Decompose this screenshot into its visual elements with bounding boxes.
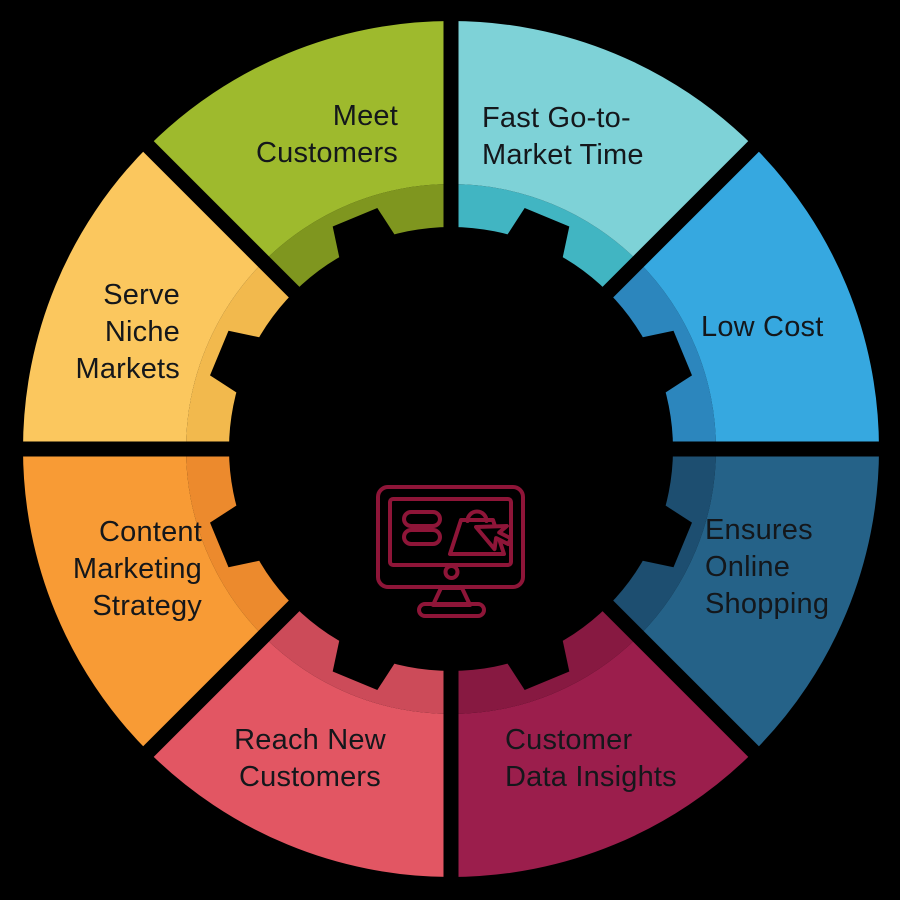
label-low-cost: Low Cost xyxy=(701,311,824,343)
shopping-bag-handle xyxy=(465,509,489,523)
gear-tooth xyxy=(332,626,403,690)
segment-serve-niche-markets xyxy=(23,146,264,450)
screen-list-item-2 xyxy=(402,528,442,546)
gear-body xyxy=(229,227,673,671)
segment-customer-data-insights xyxy=(451,636,754,877)
monitor-shopping-icon xyxy=(376,485,525,618)
segment-ensures-online-shopping xyxy=(638,449,879,752)
label-reach-new-customers: Reach New Customers xyxy=(234,724,386,793)
gear-tooth xyxy=(628,330,692,401)
cursor-arrow-icon xyxy=(474,524,513,552)
gear-tooth xyxy=(499,208,570,272)
screen-list-item-1 xyxy=(402,510,442,528)
segment-low-cost xyxy=(638,146,879,450)
gear-tooth xyxy=(628,497,692,568)
label-meet-customers: Meet Customers xyxy=(256,100,398,169)
gear-tooth xyxy=(210,330,274,401)
gear-icon xyxy=(210,208,692,690)
segment-content-marketing-strategy xyxy=(23,449,264,752)
label-content-marketing-strategy: Content Marketing Strategy xyxy=(72,516,202,622)
segment-fast-go-to-market-time xyxy=(451,21,754,262)
gear-tooth xyxy=(332,208,403,272)
label-serve-niche-markets: Serve Niche Markets xyxy=(75,279,180,385)
label-fast-go-to-market-time: Fast Go-to- Market Time xyxy=(482,102,644,171)
label-customer-data-insights: Customer Data Insights xyxy=(505,724,677,793)
monitor-power-button xyxy=(443,564,460,580)
monitor-stand-base xyxy=(417,602,486,618)
label-ensures-online-shopping: Ensures Online Shopping xyxy=(705,514,830,620)
gear-tooth xyxy=(499,626,570,690)
segment-reach-new-customers xyxy=(148,636,452,877)
gear-tooth xyxy=(210,497,274,568)
shopping-bag-body xyxy=(448,518,506,556)
segment-meet-customers xyxy=(148,21,452,262)
